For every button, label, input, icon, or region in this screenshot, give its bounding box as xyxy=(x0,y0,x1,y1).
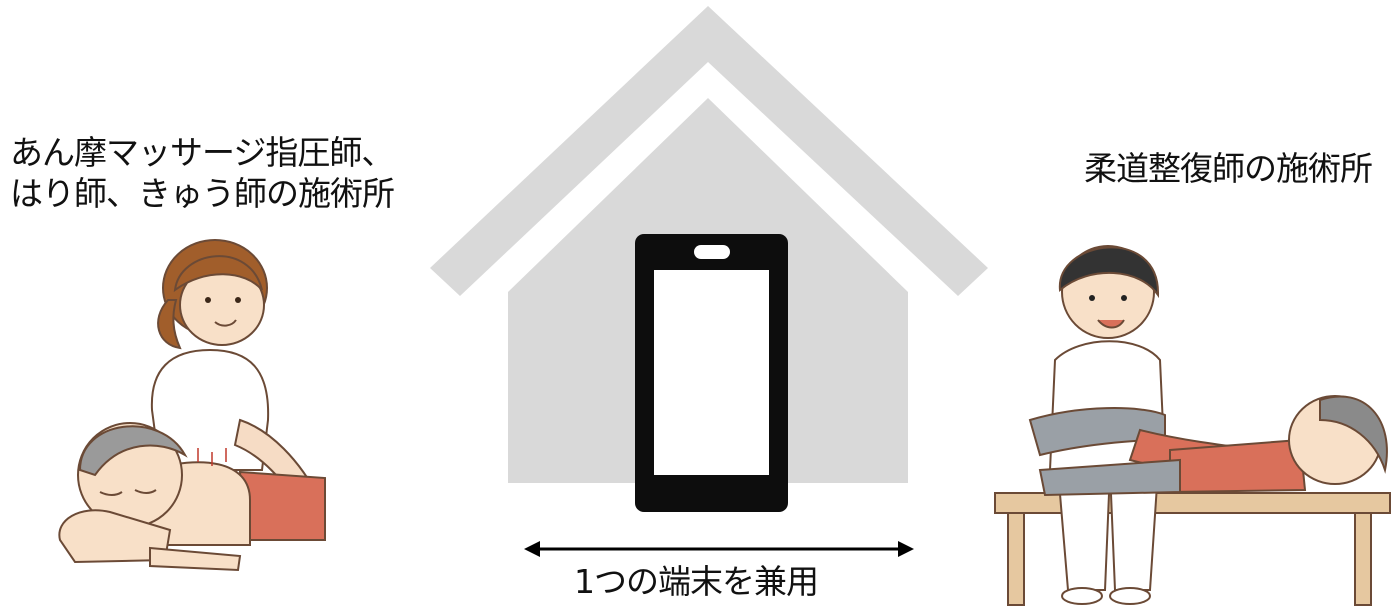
shared-device-caption: 1つの端末を兼用 xyxy=(574,562,819,601)
smartphone-icon xyxy=(635,234,788,512)
judo-therapist-illustration xyxy=(994,245,1391,606)
left-facility-line2: はり師、きゅう師の施術所 xyxy=(10,173,395,213)
therapist-massage-illustration xyxy=(58,239,326,572)
left-facility-line1: あん摩マッサージ指圧師、 xyxy=(10,133,394,172)
double-arrow-icon xyxy=(524,541,914,557)
left-facility-label: あん摩マッサージ指圧師、はり師、きゅう師の施術所 xyxy=(10,133,395,215)
right-facility-label: 柔道整復師の施術所 xyxy=(1084,149,1373,188)
